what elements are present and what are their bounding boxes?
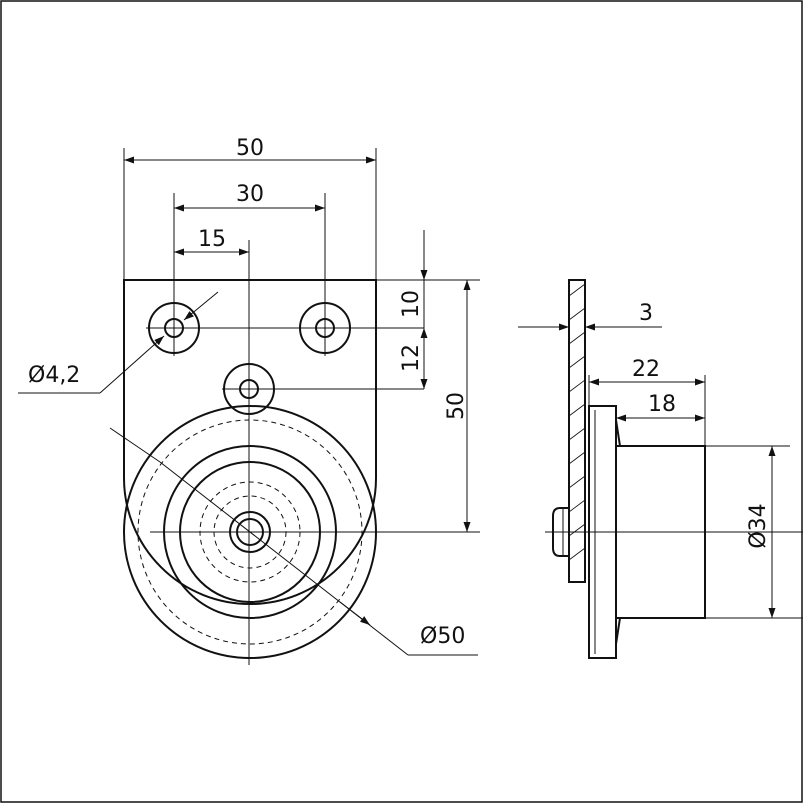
dim-wheel-diameter: Ø50 [420, 624, 465, 649]
dim-top-offset: 10 [399, 290, 424, 318]
dim-hole-spacing: 30 [236, 182, 264, 207]
dim-hub-depth: 18 [648, 392, 676, 417]
plate-hatching [568, 283, 586, 561]
dim-height-total: 50 [444, 392, 469, 420]
side-plate [568, 279, 586, 583]
dim-depth-total: 22 [632, 357, 660, 382]
front-view: 50 30 15 10 12 50 Ø4,2 Ø50 [18, 136, 480, 665]
side-view: 3 22 18 Ø34 [518, 279, 803, 659]
dim-hub-diameter: Ø34 [746, 503, 771, 548]
dim-width-total: 50 [236, 136, 264, 161]
dim-hole-diameter: Ø4,2 [28, 363, 80, 388]
dim-hole-offset: 12 [399, 344, 424, 372]
dim-plate-thickness: 3 [639, 301, 653, 326]
mounting-plate-outline [123, 279, 377, 605]
dim-center-offset: 15 [198, 227, 226, 252]
